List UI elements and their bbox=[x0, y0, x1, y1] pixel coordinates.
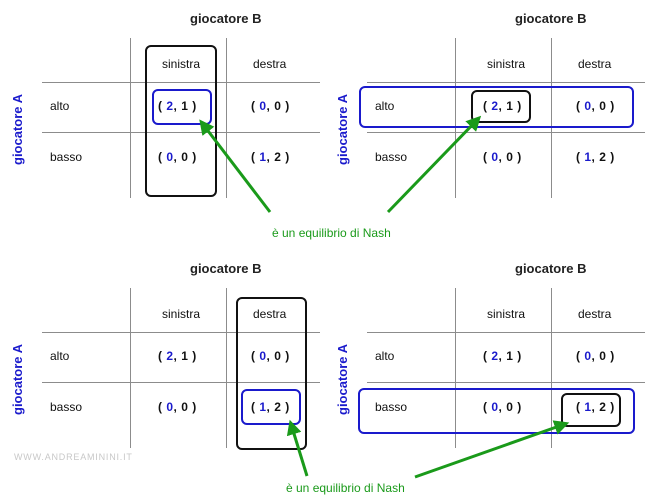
matrix-top-left: giocatore B giocatore A sinistra destra … bbox=[0, 0, 325, 250]
matrix-bottom-right: giocatore B giocatore A sinistra destra … bbox=[325, 250, 650, 500]
col-header-destra: destra bbox=[253, 57, 287, 71]
payoff-basso-destra: ( 1, 2 ) bbox=[576, 400, 615, 414]
payoff-basso-sinistra: ( 0, 0 ) bbox=[158, 150, 197, 164]
grid-line bbox=[367, 332, 645, 333]
watermark: WWW.ANDREAMININI.IT bbox=[14, 452, 133, 462]
grid-line bbox=[226, 38, 227, 198]
row-header-alto: alto bbox=[375, 349, 395, 363]
payoff-alto-sinistra: ( 2, 1 ) bbox=[158, 99, 197, 113]
arrow-to-equilibrium-bottom-left bbox=[286, 419, 309, 477]
matrix-top-right: giocatore B giocatore A sinistra destra … bbox=[325, 0, 650, 250]
grid-line bbox=[455, 38, 456, 198]
grid-line bbox=[367, 382, 645, 383]
equilibrium-cell-box bbox=[152, 89, 212, 125]
row-header-basso: basso bbox=[50, 150, 83, 164]
col-header-sinistra: sinistra bbox=[162, 57, 201, 71]
arrow-to-equilibrium-bottom-right bbox=[414, 420, 570, 479]
grid-line bbox=[42, 132, 320, 133]
best-response-column-box bbox=[145, 45, 217, 197]
payoff-alto-destra: ( 0, 0 ) bbox=[576, 349, 615, 363]
payoff-basso-sinistra: ( 0, 0 ) bbox=[483, 400, 522, 414]
grid-line bbox=[42, 332, 320, 333]
payoff-basso-sinistra: ( 0, 0 ) bbox=[483, 150, 522, 164]
nash-equilibrium-caption-top: è un equilibrio di Nash bbox=[272, 226, 391, 240]
payoff-basso-destra: ( 1, 2 ) bbox=[251, 150, 290, 164]
col-header-sinistra: sinistra bbox=[162, 307, 201, 321]
grid-line bbox=[130, 38, 131, 198]
col-header-destra: destra bbox=[578, 307, 612, 321]
grid-line bbox=[367, 132, 645, 133]
player-b-title: giocatore B bbox=[515, 261, 587, 276]
matrix-bottom-left: giocatore B giocatore A sinistra destra … bbox=[0, 250, 325, 500]
grid-line bbox=[551, 288, 552, 448]
grid-line bbox=[130, 288, 131, 448]
payoff-alto-sinistra: ( 2, 1 ) bbox=[483, 99, 522, 113]
col-header-destra: destra bbox=[578, 57, 612, 71]
row-header-alto: alto bbox=[375, 99, 395, 113]
payoff-basso-destra: ( 1, 2 ) bbox=[251, 400, 290, 414]
payoff-alto-destra: ( 0, 0 ) bbox=[251, 99, 290, 113]
grid-line bbox=[226, 288, 227, 448]
payoff-alto-sinistra: ( 2, 1 ) bbox=[158, 349, 197, 363]
grid-line bbox=[455, 288, 456, 448]
player-b-title: giocatore B bbox=[190, 261, 262, 276]
player-b-title: giocatore B bbox=[190, 11, 262, 26]
nash-equilibrium-caption-bottom: è un equilibrio di Nash bbox=[286, 481, 405, 495]
row-header-basso: basso bbox=[375, 400, 408, 414]
grid-line bbox=[42, 382, 320, 383]
row-header-alto: alto bbox=[50, 99, 70, 113]
col-header-sinistra: sinistra bbox=[487, 57, 526, 71]
col-header-sinistra: sinistra bbox=[487, 307, 526, 321]
payoff-alto-destra: ( 0, 0 ) bbox=[251, 349, 290, 363]
payoff-alto-destra: ( 0, 0 ) bbox=[576, 99, 615, 113]
grid-line bbox=[367, 82, 645, 83]
equilibrium-cell-box bbox=[471, 90, 531, 123]
payoff-basso-destra: ( 1, 2 ) bbox=[576, 150, 615, 164]
grid-line bbox=[551, 38, 552, 198]
equilibrium-cell-box bbox=[561, 393, 621, 427]
row-header-alto: alto bbox=[50, 349, 70, 363]
grid-line bbox=[42, 82, 320, 83]
best-response-column-box bbox=[236, 297, 307, 450]
payoff-alto-sinistra: ( 2, 1 ) bbox=[483, 349, 522, 363]
payoff-basso-sinistra: ( 0, 0 ) bbox=[158, 400, 197, 414]
row-header-basso: basso bbox=[50, 400, 83, 414]
row-header-basso: basso bbox=[375, 150, 408, 164]
best-response-row-box bbox=[358, 388, 635, 434]
arrow-to-equilibrium-top-right bbox=[386, 115, 482, 214]
col-header-destra: destra bbox=[253, 307, 287, 321]
equilibrium-cell-box bbox=[241, 389, 301, 425]
arrow-to-equilibrium-top-left bbox=[199, 119, 272, 213]
best-response-row-box bbox=[359, 86, 634, 128]
player-b-title: giocatore B bbox=[515, 11, 587, 26]
